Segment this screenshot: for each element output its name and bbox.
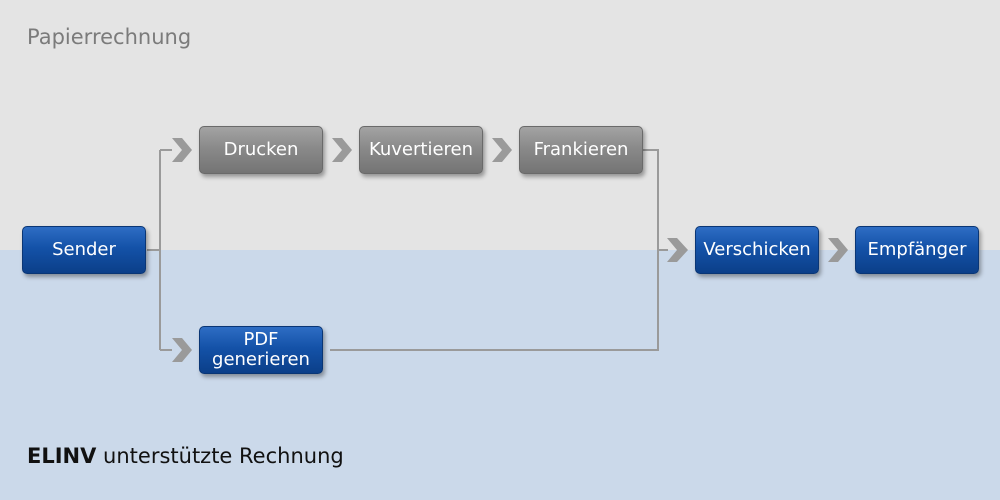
verschicken-label: Verschicken <box>703 239 811 260</box>
arrow-to-drucken-icon <box>172 138 192 162</box>
pdf-generieren-line1: PDF <box>243 329 279 350</box>
paper-band-title: Papierrechnung <box>27 25 192 49</box>
arrow-to-verschicken-icon <box>667 238 688 262</box>
elinv-band-title-rest: unterstützte Rechnung <box>96 444 344 468</box>
kuvertieren-label: Kuvertieren <box>368 139 474 160</box>
empfaenger-node: Empfänger <box>855 226 979 274</box>
arrow-to-pdf-icon <box>172 338 192 362</box>
arrow-to-empfaenger-icon <box>828 238 848 262</box>
arrow-to-kuvertieren-icon <box>332 138 352 162</box>
paper-invoice-band <box>0 0 1000 250</box>
elinv-band-title-bold: ELINV <box>27 444 97 468</box>
drucken-label: Drucken <box>223 139 299 160</box>
connector-frankieren-down <box>643 149 659 250</box>
pdf-generieren-node: PDF generieren <box>199 326 323 374</box>
elinv-band-title: ELINV unterstützte Rechnung <box>27 444 344 468</box>
frankieren-label: Frankieren <box>533 139 629 160</box>
arrow-to-frankieren-icon <box>492 138 512 162</box>
connector-pdf-up <box>330 250 659 351</box>
kuvertieren-node: Kuvertieren <box>359 126 483 174</box>
drucken-node: Drucken <box>199 126 323 174</box>
frankieren-node: Frankieren <box>519 126 643 174</box>
pdf-generieren-line2: generieren <box>212 349 310 370</box>
sender-label: Sender <box>52 239 116 260</box>
sender-node: Sender <box>22 226 146 274</box>
empfaenger-label: Empfänger <box>867 239 967 260</box>
elinv-invoice-band <box>0 250 1000 500</box>
verschicken-node: Verschicken <box>695 226 819 274</box>
pdf-generieren-text: PDF generieren <box>212 330 310 370</box>
